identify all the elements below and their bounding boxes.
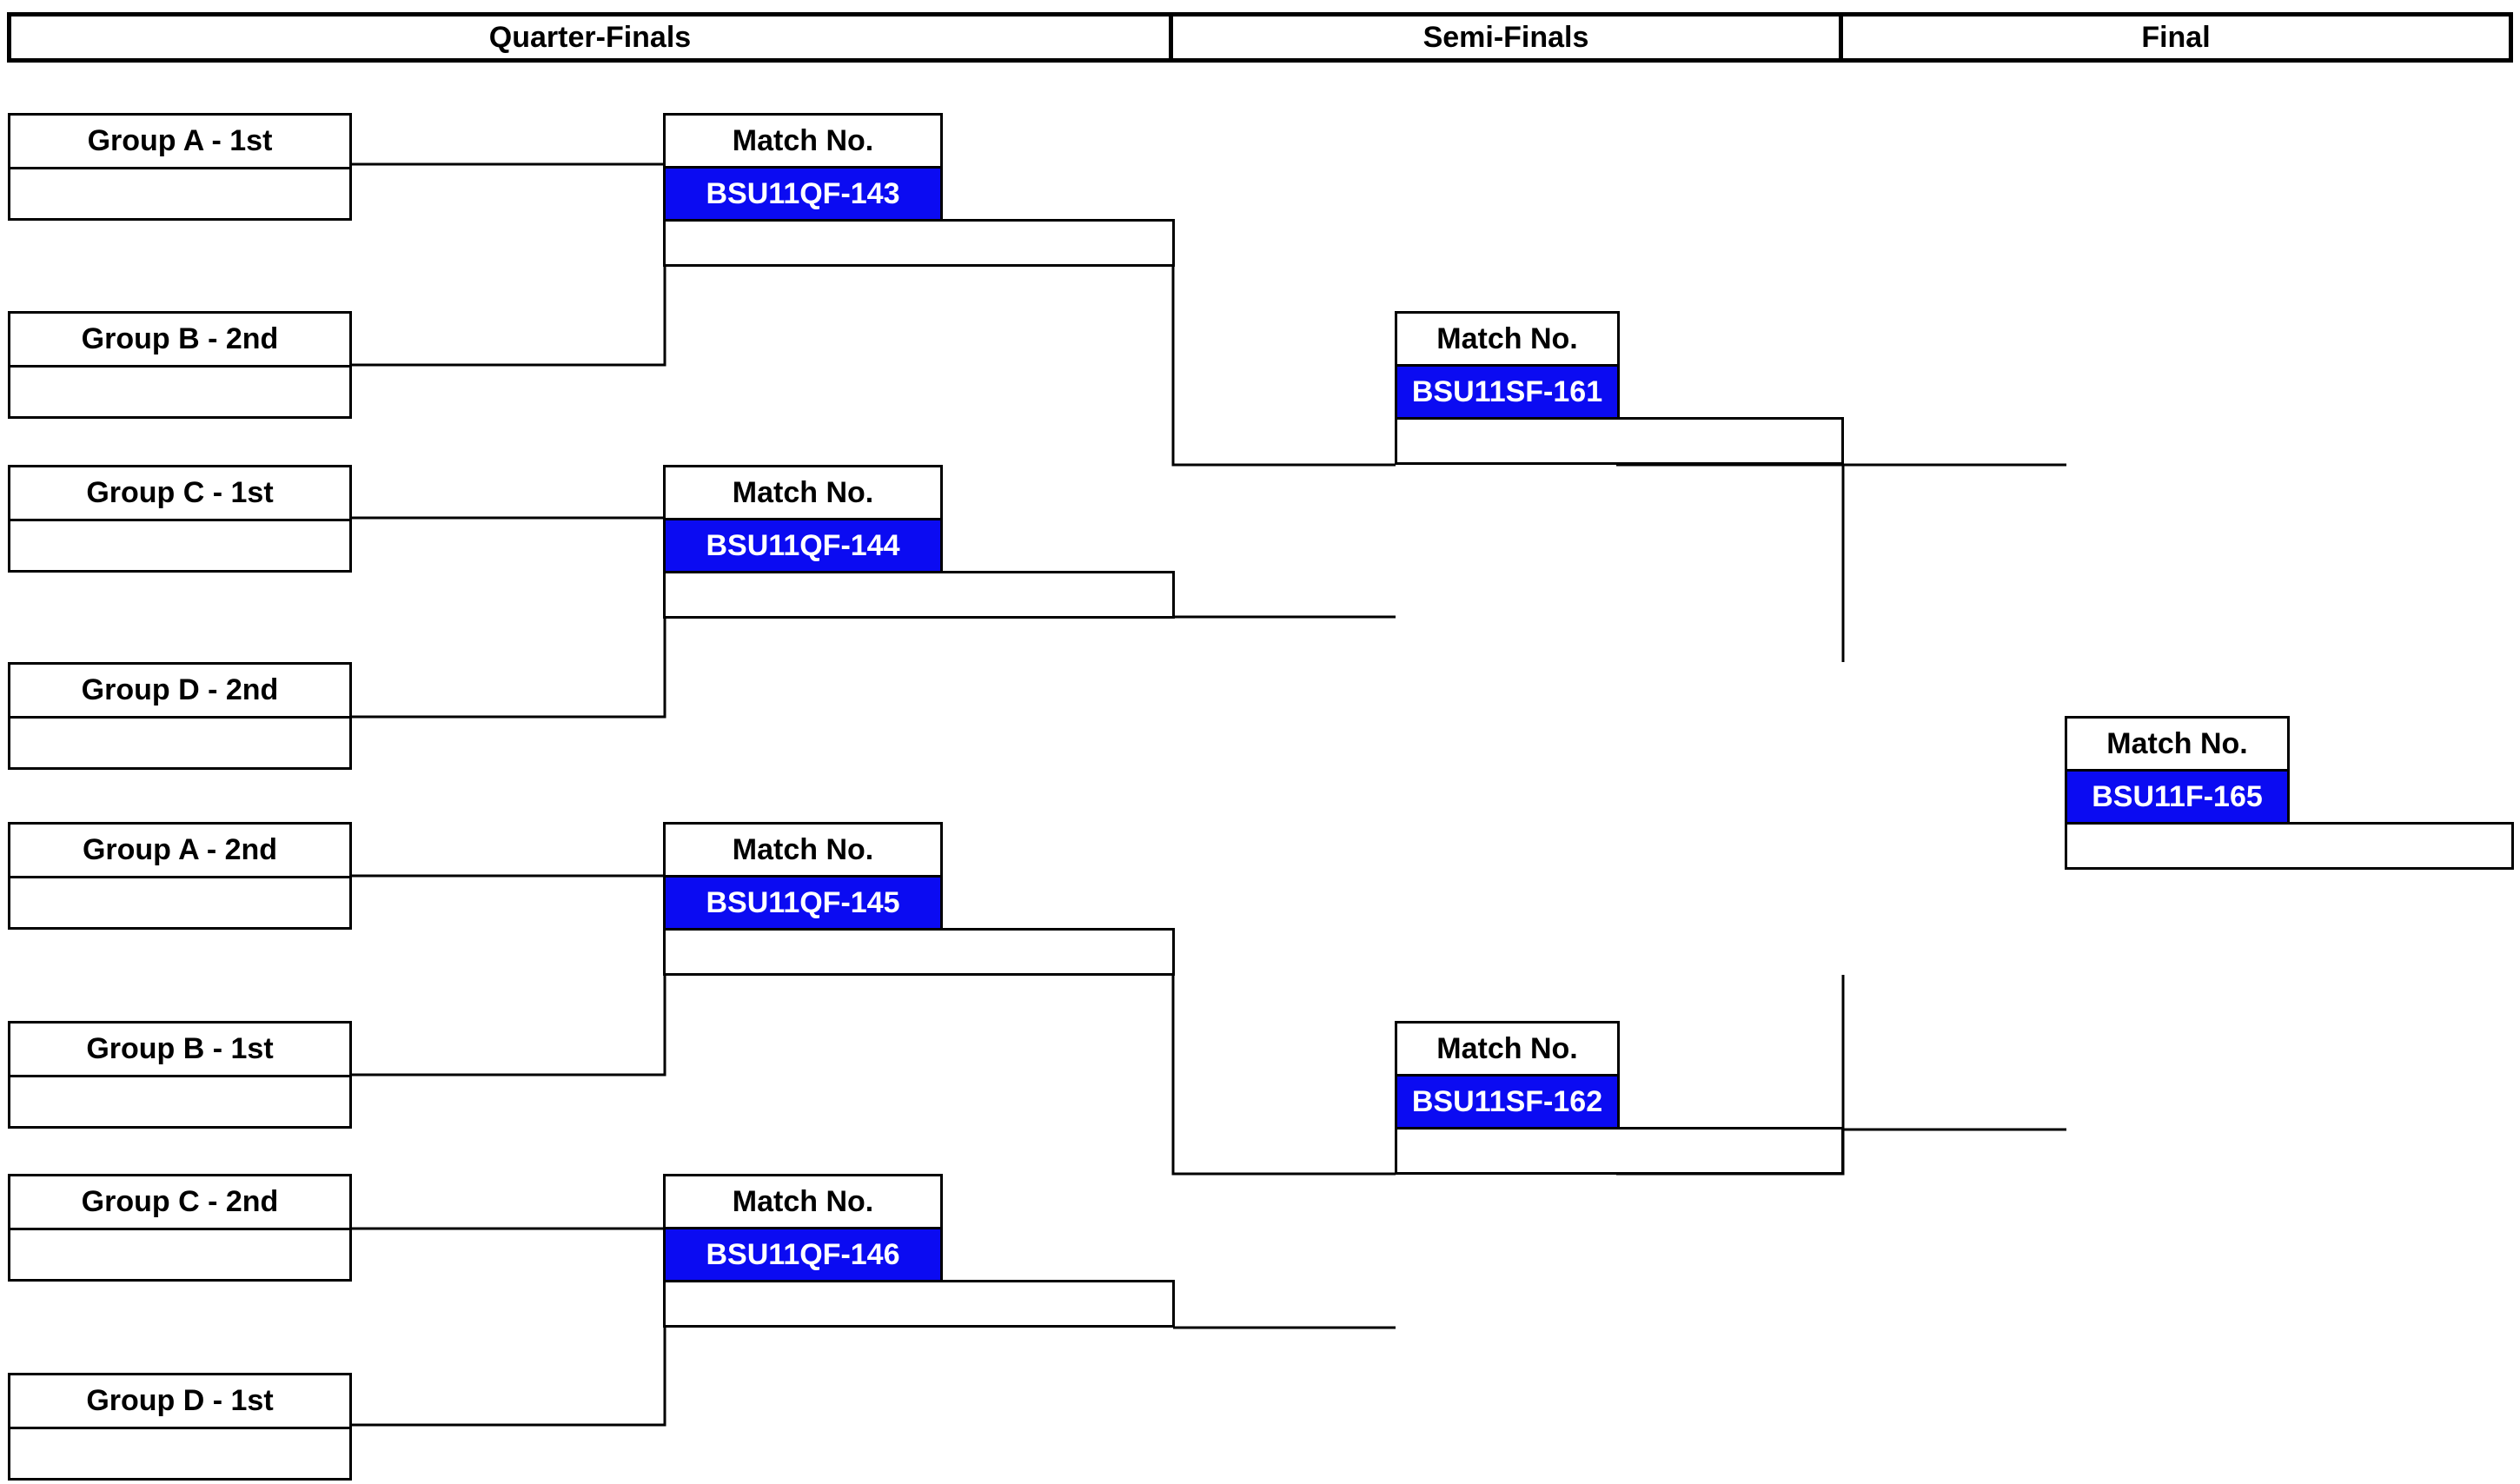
- quarter-final-match: Match No. BSU11QF-145: [663, 822, 943, 931]
- seed-box: Group D - 1st: [8, 1373, 352, 1481]
- match-winner-slot[interactable]: [1395, 1127, 1844, 1175]
- semi-final-match: Match No. BSU11SF-162: [1395, 1021, 1620, 1130]
- seed-team-slot[interactable]: [10, 521, 349, 573]
- seed-label: Group A - 2nd: [10, 825, 349, 878]
- match-number-label: Match No.: [666, 467, 940, 520]
- seed-box: Group A - 2nd: [8, 822, 352, 930]
- match-code: BSU11QF-145: [666, 878, 940, 928]
- semi-finals-header: Semi-Finals: [1169, 12, 1843, 63]
- seed-team-slot[interactable]: [10, 1230, 349, 1282]
- seed-team-slot[interactable]: [10, 1077, 349, 1129]
- match-number-label: Match No.: [666, 1176, 940, 1229]
- match-winner-slot[interactable]: [663, 219, 1175, 267]
- seed-label: Group D - 1st: [10, 1375, 349, 1429]
- seed-label: Group B - 2nd: [10, 314, 349, 368]
- quarter-final-match: Match No. BSU11QF-144: [663, 465, 943, 573]
- match-winner-slot[interactable]: [663, 928, 1175, 976]
- quarter-final-match: Match No. BSU11QF-146: [663, 1174, 943, 1282]
- match-code: BSU11QF-143: [666, 169, 940, 219]
- final-match: Match No. BSU11F-165: [2065, 716, 2290, 825]
- seed-box: Group A - 1st: [8, 113, 352, 221]
- match-number-label: Match No.: [666, 825, 940, 878]
- match-winner-slot[interactable]: [663, 1280, 1175, 1328]
- match-code: BSU11SF-162: [1397, 1077, 1617, 1127]
- seed-label: Group C - 2nd: [10, 1176, 349, 1230]
- match-winner-slot[interactable]: [1395, 417, 1844, 465]
- seed-team-slot[interactable]: [10, 1429, 349, 1481]
- match-number-label: Match No.: [1397, 314, 1617, 367]
- seed-team-slot[interactable]: [10, 878, 349, 930]
- quarter-final-match: Match No. BSU11QF-143: [663, 113, 943, 222]
- final-header: Final: [1839, 12, 2513, 63]
- match-winner-slot[interactable]: [663, 571, 1175, 619]
- seed-box: Group B - 2nd: [8, 311, 352, 419]
- champion-slot[interactable]: [2065, 822, 2514, 870]
- seed-box: Group C - 1st: [8, 465, 352, 573]
- seed-label: Group A - 1st: [10, 116, 349, 169]
- quarter-finals-header: Quarter-Finals: [7, 12, 1173, 63]
- match-code: BSU11QF-146: [666, 1229, 940, 1280]
- seed-box: Group D - 2nd: [8, 662, 352, 770]
- seed-label: Group D - 2nd: [10, 665, 349, 719]
- seed-team-slot[interactable]: [10, 368, 349, 419]
- match-number-label: Match No.: [2067, 719, 2287, 772]
- seed-box: Group C - 2nd: [8, 1174, 352, 1282]
- match-number-label: Match No.: [666, 116, 940, 169]
- seed-label: Group B - 1st: [10, 1024, 349, 1077]
- seed-team-slot[interactable]: [10, 719, 349, 770]
- seed-label: Group C - 1st: [10, 467, 349, 521]
- seed-box: Group B - 1st: [8, 1021, 352, 1129]
- semi-final-match: Match No. BSU11SF-161: [1395, 311, 1620, 420]
- match-code: BSU11SF-161: [1397, 367, 1617, 417]
- match-number-label: Match No.: [1397, 1024, 1617, 1077]
- match-code: BSU11F-165: [2067, 772, 2287, 822]
- seed-team-slot[interactable]: [10, 169, 349, 221]
- match-code: BSU11QF-144: [666, 520, 940, 571]
